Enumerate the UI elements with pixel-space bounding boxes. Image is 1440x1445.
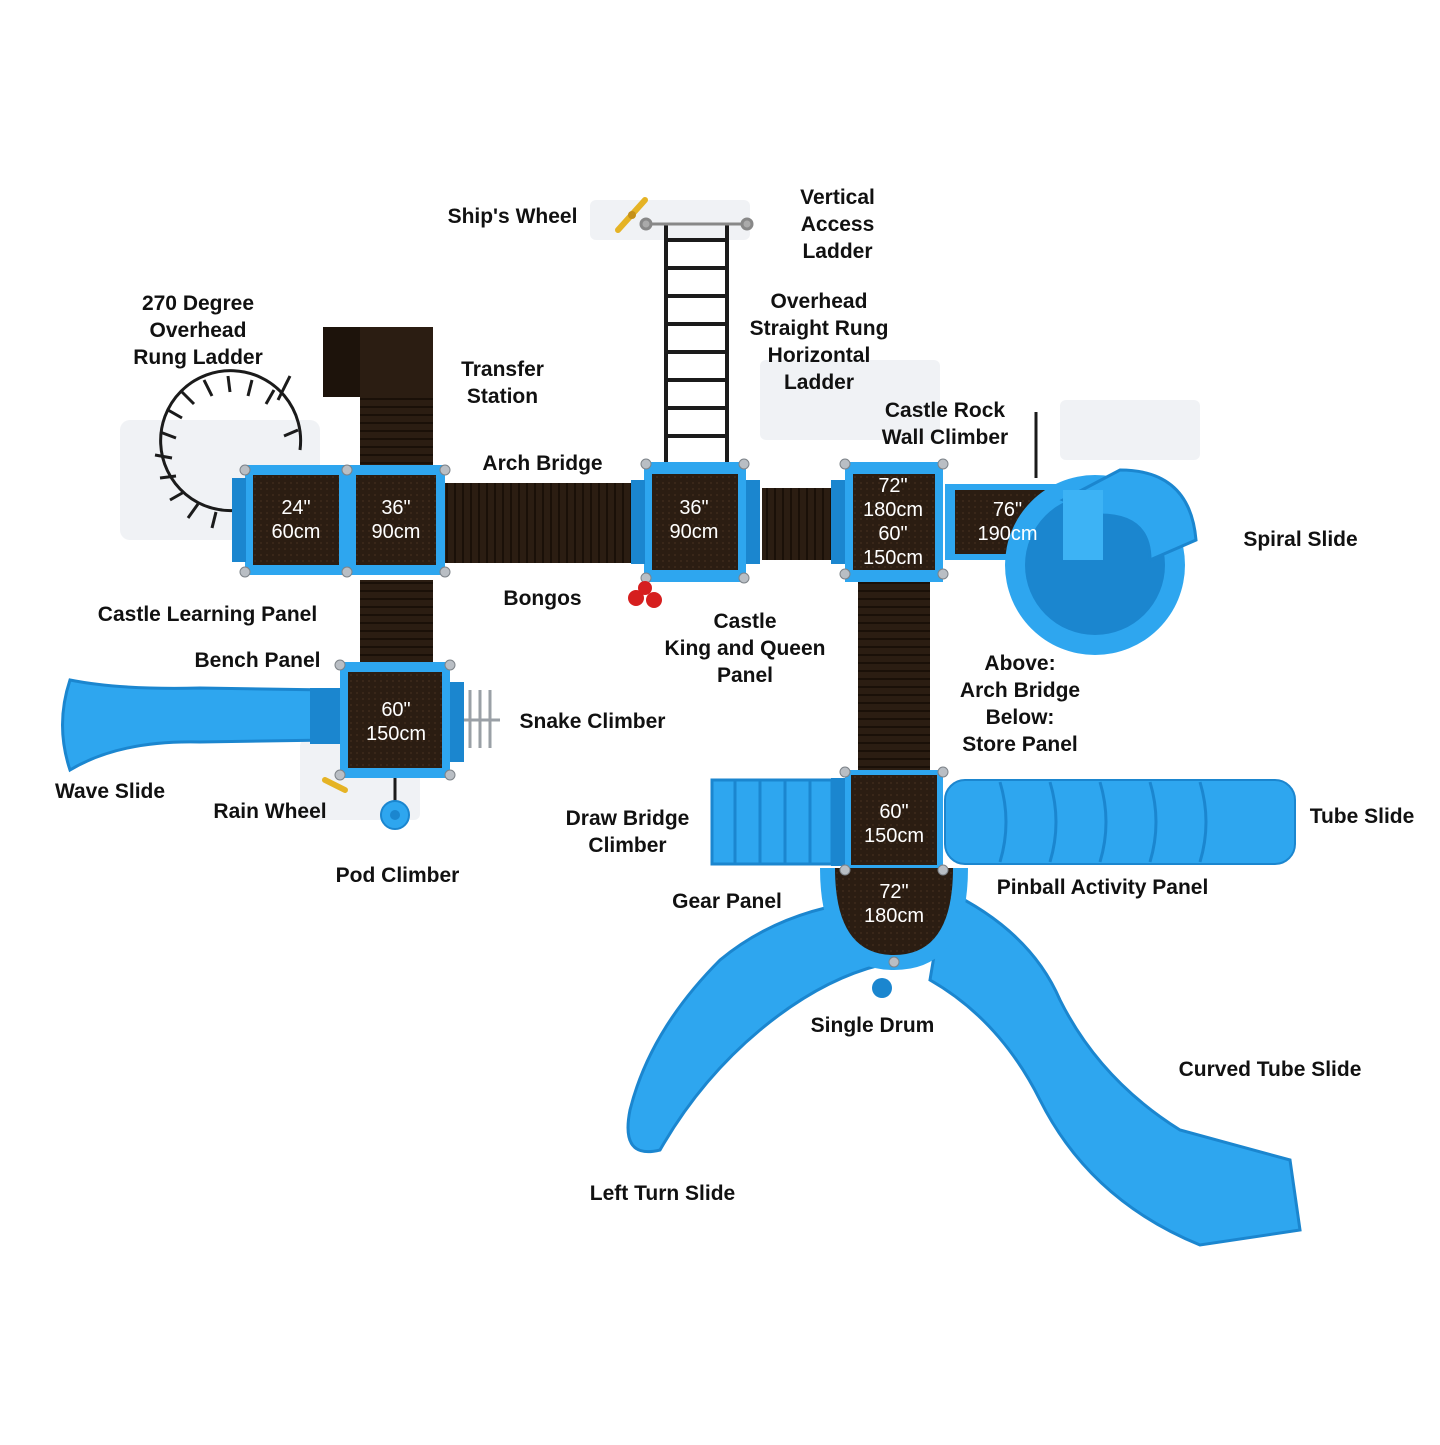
label-wave-slide: Wave Slide xyxy=(54,780,166,803)
wave-slide xyxy=(61,678,340,773)
left-turn-slide xyxy=(626,898,882,1153)
label-single-drum: Single Drum xyxy=(810,1014,935,1037)
label-curved-tube-slide: Curved Tube Slide xyxy=(1178,1058,1362,1081)
bongos-icon xyxy=(628,581,662,608)
tube-slide xyxy=(944,779,1296,865)
deck-height-e: 76"190cm xyxy=(977,499,1038,545)
label-bench-panel: Bench Panel xyxy=(194,649,321,672)
arch-bridge xyxy=(445,483,635,563)
single-drum-icon xyxy=(872,978,892,998)
label-castle-learning-panel: Castle Learning Panel xyxy=(97,603,318,626)
label-pinball-activity-panel: Pinball Activity Panel xyxy=(996,876,1209,899)
label-gear-panel: Gear Panel xyxy=(672,890,782,913)
label-left-turn-slide: Left Turn Slide xyxy=(589,1182,736,1205)
curved-tube-slide xyxy=(928,887,1302,1247)
deck-height-a: 24"60cm xyxy=(271,497,321,543)
label-pod-climber: Pod Climber xyxy=(335,864,460,887)
label-bongos: Bongos xyxy=(503,587,582,610)
rain-wheel-icon xyxy=(322,777,348,793)
snake-climber xyxy=(464,690,500,748)
arch-bridge-lower xyxy=(858,580,930,770)
transfer-station xyxy=(323,327,433,465)
overhead-straight-rung-ladder xyxy=(664,225,729,462)
label-snake-climber: Snake Climber xyxy=(519,710,666,733)
label-rain-wheel: Rain Wheel xyxy=(213,800,327,823)
deck-height-g: 60"150cm xyxy=(863,801,925,847)
ships-wheel-icon xyxy=(615,197,648,233)
deck-height-f: 60"150cm xyxy=(365,699,427,745)
label-ships-wheel: Ship's Wheel xyxy=(447,205,578,228)
left-bridge-vertical xyxy=(360,580,433,670)
rung-ladder-270 xyxy=(154,369,303,529)
label-tube-slide: Tube Slide xyxy=(1309,805,1415,828)
arch-bridge-right xyxy=(762,488,832,560)
spiral-slide xyxy=(1005,468,1198,655)
deck-height-b: 36"90cm xyxy=(371,497,421,543)
pod-climber xyxy=(380,778,410,830)
deck-height-h: 72"180cm xyxy=(863,881,925,927)
deck-frames xyxy=(232,462,1063,868)
ground-shadows xyxy=(120,200,1200,820)
draw-bridge-climber xyxy=(710,778,845,866)
vertical-access-ladder xyxy=(639,217,754,231)
deck-height-c: 36"90cm xyxy=(669,497,719,543)
label-spiral-slide: Spiral Slide xyxy=(1243,528,1358,551)
deck-h xyxy=(820,864,968,970)
label-arch-bridge: Arch Bridge xyxy=(482,452,603,475)
